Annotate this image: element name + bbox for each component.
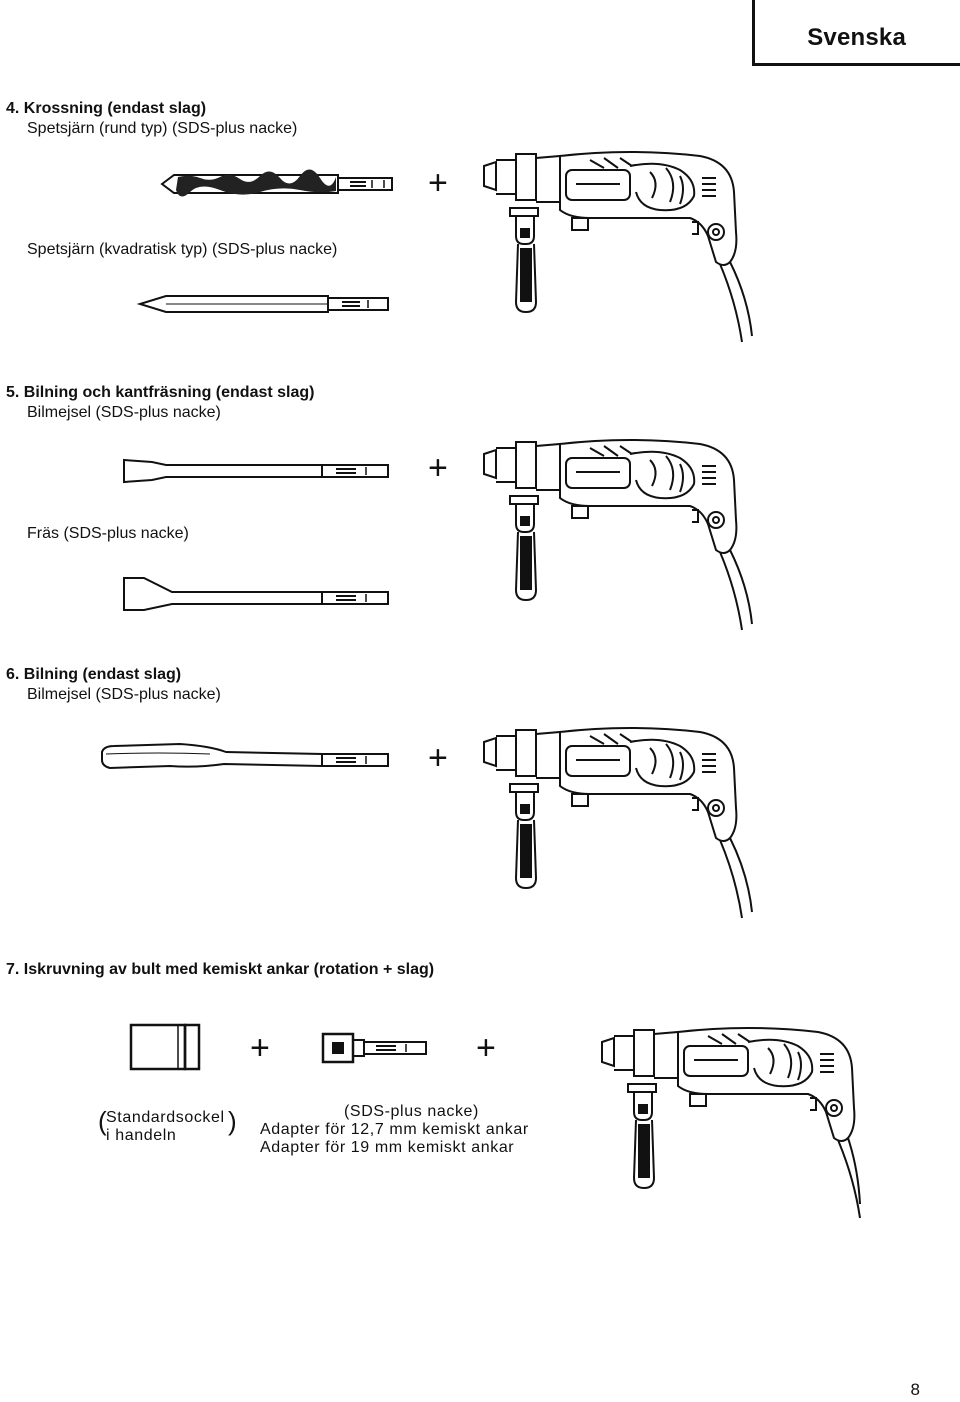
cutter-illustration — [123, 577, 389, 611]
bull-point-round-illustration — [160, 169, 393, 197]
close-parenthesis: ) — [228, 1106, 237, 1136]
plus-sign: + — [428, 449, 448, 487]
socket-label-line-1: Standardsockel — [106, 1109, 225, 1126]
language-tab: Svenska — [752, 0, 960, 66]
adapter-label-line-2: Adapter för 12,7 mm kemiskt ankar — [260, 1121, 529, 1138]
socket-label-line-2: i handeln — [106, 1127, 177, 1144]
rotary-hammer-illustration — [483, 151, 753, 343]
language-label: Svenska — [807, 24, 906, 51]
open-parenthesis: ( — [98, 1106, 107, 1136]
adapter-label-line-3: Adapter för 19 mm kemiskt ankar — [260, 1139, 515, 1156]
section-5-item-cutter: Fräs (SDS-plus nacke) — [27, 525, 189, 542]
cold-chisel-illustration — [123, 458, 389, 484]
section-6-heading: 6. Bilning (endast slag) — [6, 666, 182, 683]
section-5-item-chisel: Bilmejsel (SDS-plus nacke) — [27, 404, 221, 421]
section-6-item-chisel: Bilmejsel (SDS-plus nacke) — [27, 686, 221, 703]
socket-illustration — [129, 1023, 201, 1071]
bull-point-square-illustration — [136, 295, 389, 313]
rotary-hammer-illustration — [483, 439, 753, 631]
rotary-hammer-illustration — [601, 1027, 861, 1219]
plus-sign: + — [476, 1029, 496, 1067]
adapter-label-line-1: (SDS-plus nacke) — [344, 1103, 479, 1120]
rotary-hammer-illustration — [483, 727, 753, 919]
section-4-item-round-point: Spetsjärn (rund typ) (SDS-plus nacke) — [27, 120, 298, 137]
plus-sign: + — [428, 164, 448, 202]
page-number: 8 — [910, 1380, 920, 1399]
section-4-item-square-point: Spetsjärn (kvadratisk typ) (SDS-plus nac… — [27, 241, 338, 258]
bent-chisel-illustration — [101, 742, 389, 770]
plus-sign: + — [250, 1029, 270, 1067]
section-4-heading: 4. Krossning (endast slag) — [6, 100, 207, 117]
section-7-heading: 7. Iskruvning av bult med kemiskt ankar … — [6, 961, 435, 978]
section-5-heading: 5. Bilning och kantfräsning (endast slag… — [6, 384, 315, 401]
plus-sign: + — [428, 739, 448, 777]
adapter-illustration — [321, 1032, 427, 1064]
